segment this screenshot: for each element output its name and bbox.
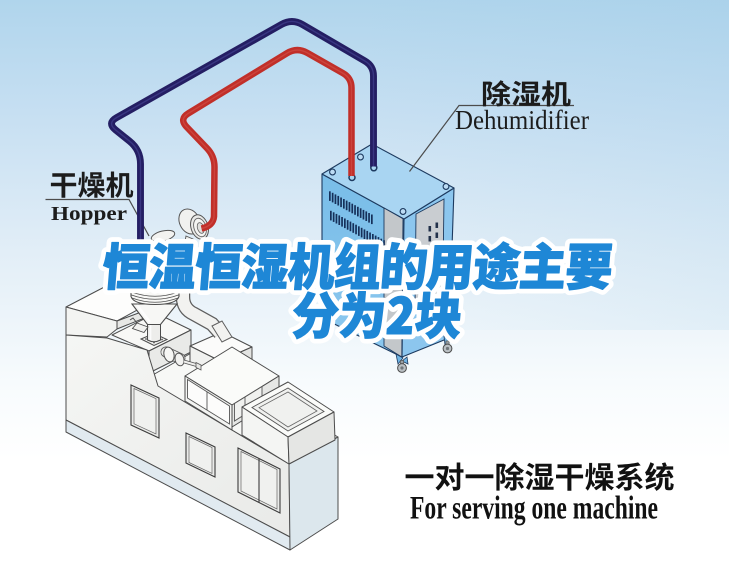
- svg-text:Hopper: Hopper: [51, 203, 127, 225]
- svg-text:For serving one machine: For serving one machine: [410, 491, 658, 527]
- svg-text:Dehumidifier: Dehumidifier: [455, 105, 589, 135]
